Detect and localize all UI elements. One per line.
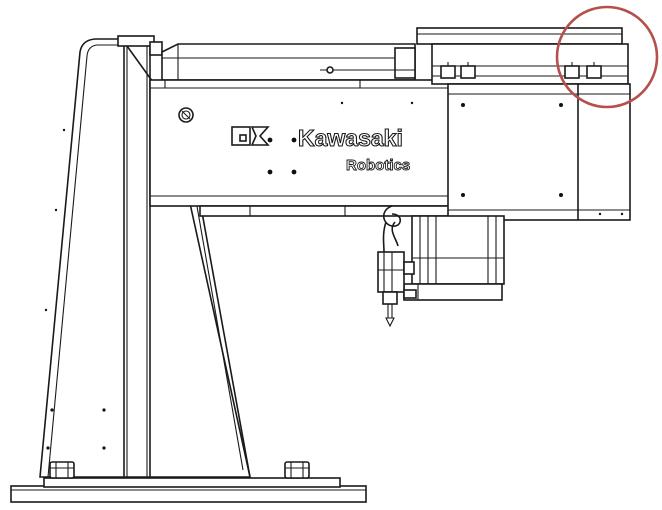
foot-bolt-left [49, 461, 75, 479]
cable-connector [377, 205, 417, 328]
main-arm-body [149, 79, 457, 207]
top-flange-plate [416, 27, 629, 85]
brand-name: Kawasaki [298, 125, 403, 151]
kawasaki-logo-mark-icon [231, 126, 270, 146]
shoulder-housing [161, 43, 416, 81]
arm-lower-rib [199, 205, 457, 217]
brand-subtitle: Robotics [346, 157, 410, 174]
highlight-circle [555, 5, 659, 109]
motor-unit [403, 215, 505, 301]
base-plate [10, 477, 367, 503]
gear-housing [447, 83, 631, 221]
foot-bolt-right [284, 461, 310, 479]
kawasaki-logo: Kawasaki Robotics [231, 124, 411, 174]
